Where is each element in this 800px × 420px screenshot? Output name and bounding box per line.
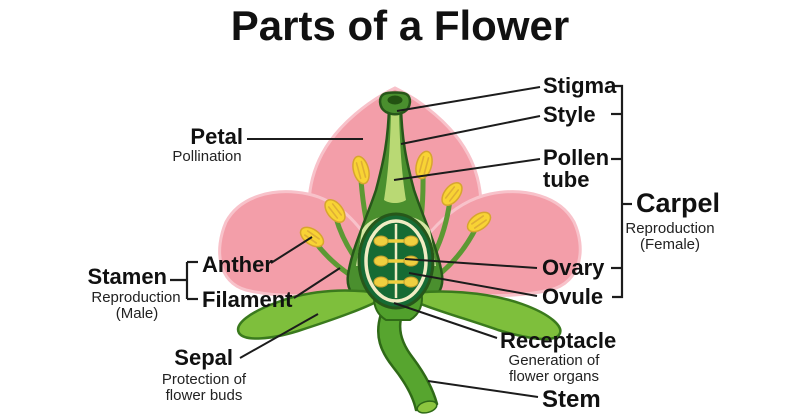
label-petal-sub: Pollination: [172, 148, 242, 165]
leader-receptacle: [393, 302, 498, 339]
label-anther: Anther: [202, 252, 273, 277]
label-ovule: Ovule: [542, 284, 604, 309]
page-title: Parts of a Flower: [230, 2, 570, 49]
label-stamen: Stamen: [87, 264, 167, 289]
label-stigma: Stigma: [543, 73, 617, 98]
leader-stigma: [396, 86, 541, 112]
label-sepal: Sepal: [174, 345, 233, 370]
label-filament: Filament: [202, 287, 293, 312]
leader-anther: [270, 236, 313, 264]
label-sepal-sub2: flower buds: [165, 387, 243, 404]
leader-lines: [239, 86, 541, 398]
stamen-bracket: [170, 260, 198, 301]
label-style: Style: [543, 102, 596, 127]
label-stamen-sub2: (Male): [115, 305, 159, 322]
leader-pollen-tube: [393, 158, 541, 181]
leader-stem: [427, 380, 539, 398]
label-receptacle-sub2: flower organs: [508, 368, 600, 385]
label-stamen-sub1: Reproduction: [91, 289, 181, 306]
stem-shape: [376, 312, 439, 412]
leader-filament: [293, 267, 341, 299]
leader-ovary: [404, 258, 538, 269]
label-sepal-sub1: Protection of: [161, 371, 247, 388]
leader-ovule: [408, 272, 538, 297]
label-stem: Stem: [542, 386, 601, 413]
stigma-surface: [387, 95, 403, 105]
label-carpel: Carpel: [636, 188, 721, 218]
label-petal: Petal: [190, 124, 243, 149]
stem-cut-end: [416, 400, 438, 414]
label-ovary: Ovary: [542, 255, 605, 280]
leader-sepal: [239, 313, 319, 359]
sepal-left: [236, 289, 391, 340]
label-pollen: Pollen: [543, 145, 610, 170]
ovules: [373, 235, 419, 288]
leader-style: [400, 115, 541, 145]
label-receptacle-sub1: Generation of: [508, 352, 600, 369]
sepal-right: [399, 290, 562, 341]
carpel-bracket: [611, 84, 632, 299]
label-pollen-tube: tube: [543, 167, 590, 192]
style-highlight: [384, 112, 406, 203]
label-carpel-sub1: Reproduction: [625, 220, 715, 237]
label-receptacle: Receptacle: [500, 328, 617, 353]
label-carpel-sub2: (Female): [639, 236, 700, 253]
anthers: [299, 150, 492, 248]
